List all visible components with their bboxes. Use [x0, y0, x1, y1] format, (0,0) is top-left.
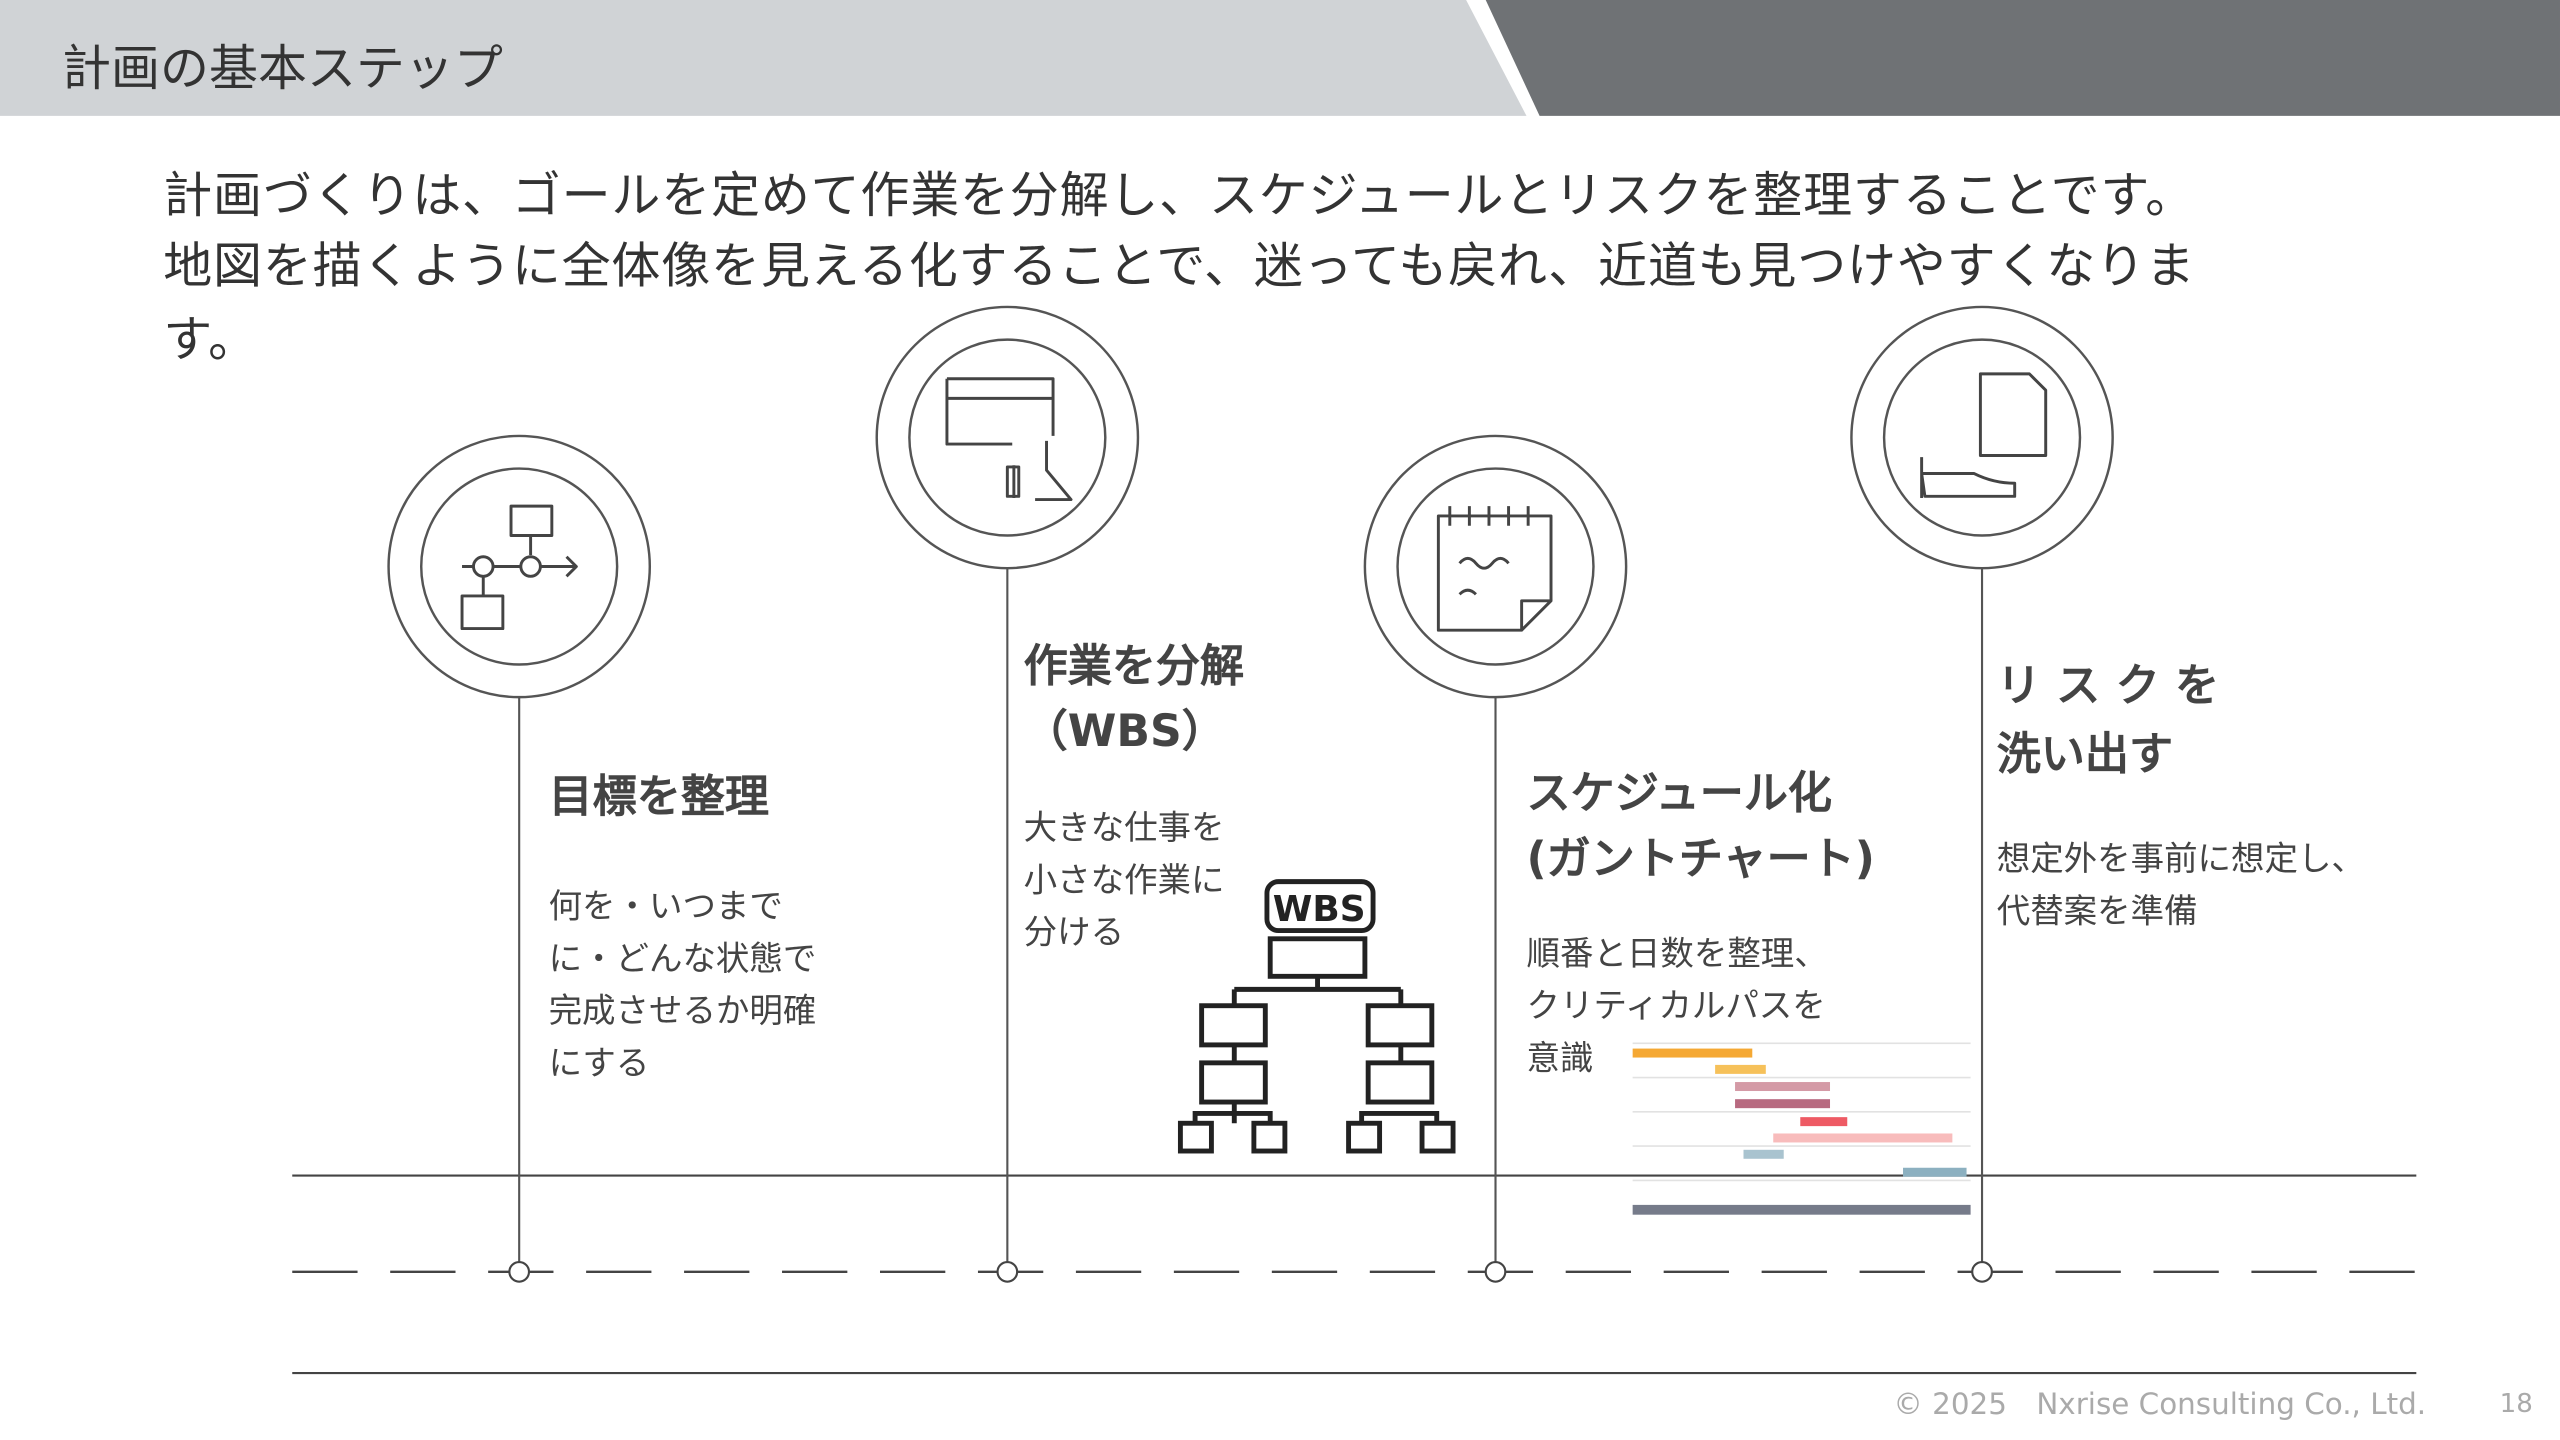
- step3-pin: [1363, 434, 1628, 1283]
- page-title: 計画の基本ステップ: [62, 40, 503, 98]
- copyright: © 2025 Nxrise Consulting Co., Ltd.: [1893, 1387, 2427, 1423]
- step2-desc-1: 大きな仕事を: [1023, 808, 1225, 848]
- gantt-bar-5: [1800, 1117, 1848, 1127]
- gantt-bar-3: [1735, 1082, 1831, 1092]
- step1-desc-4: にする: [548, 1043, 650, 1083]
- page-number: 18: [2499, 1387, 2533, 1419]
- timeline-node: [1484, 1260, 1507, 1283]
- gantt-bar-2: [1715, 1064, 1766, 1074]
- step2-desc-3: 分ける: [1023, 912, 1125, 952]
- wbs-diagram: [1177, 879, 1456, 1154]
- step1-desc-2: に・どんな状態で: [548, 938, 817, 978]
- document-hand-icon: [1920, 372, 2048, 498]
- inner-ring: [1882, 338, 2082, 537]
- gantt-bar-7: [1743, 1149, 1784, 1159]
- step1-pin: [387, 434, 652, 1283]
- gantt-bar-8: [1903, 1167, 1967, 1177]
- intro-line-3: す。: [163, 311, 258, 369]
- step2-pin: [875, 305, 1140, 1283]
- timeline-node: [508, 1260, 531, 1283]
- flow-node-icon: [519, 555, 542, 578]
- inner-ring: [908, 338, 1107, 537]
- intro-line-2: 地図を描くように全体像を見える化することで、迷っても戻れ、近道も見つけやすくなり…: [163, 238, 2196, 296]
- timeline-node: [996, 1260, 1019, 1283]
- step2-subtitle: （WBS）: [1023, 706, 1226, 758]
- gantt-bar-6: [1773, 1133, 1953, 1143]
- step3-subtitle: (ガントチャート): [1526, 834, 1875, 885]
- step4-subtitle: 洗い出す: [1996, 729, 2174, 781]
- step3-desc-3: 意識: [1526, 1038, 1594, 1078]
- notepad-icon: [1436, 506, 1553, 632]
- step2-title: 作業を分解: [1023, 641, 1245, 693]
- gantt-bar-9: [1632, 1204, 1971, 1215]
- flow-node-icon: [471, 555, 495, 578]
- step2-desc-2: 小さな作業に: [1023, 860, 1225, 900]
- step1-title: 目標を整理: [548, 772, 769, 823]
- step4-desc-2: 代替案を準備: [1996, 891, 2198, 931]
- header-bar-dark: [1485, 0, 2560, 116]
- step4-pin: [1850, 305, 2114, 1283]
- intro-line-1: 計画づくりは、ゴールを定めて作業を分解し、スケジュールとリスクを整理することです…: [163, 168, 2196, 226]
- inner-ring: [1396, 467, 1595, 666]
- step4-desc-1: 想定外を事前に想定し、: [1996, 839, 2365, 879]
- step3-desc-2: クリティカルパスを: [1526, 986, 1826, 1026]
- timeline-node: [1971, 1260, 1993, 1283]
- step3-desc-1: 順番と日数を整理、: [1526, 933, 1828, 974]
- gantt-bar-4: [1735, 1099, 1831, 1109]
- browser-flask-icon: [945, 377, 1073, 502]
- gantt-chart: [1632, 1042, 1971, 1215]
- wbs-label: WBS: [1273, 889, 1366, 930]
- step1-desc-1: 何を・いつまで: [548, 886, 783, 926]
- header-bar-light: [0, 0, 1527, 116]
- step1-desc-3: 完成させるか明確: [548, 991, 817, 1031]
- flowchart-icon: [460, 504, 578, 631]
- gantt-bar-1: [1632, 1048, 1753, 1058]
- step3-title: スケジュール化: [1526, 768, 1833, 820]
- step4-title: リ ス ク を: [1996, 661, 2220, 712]
